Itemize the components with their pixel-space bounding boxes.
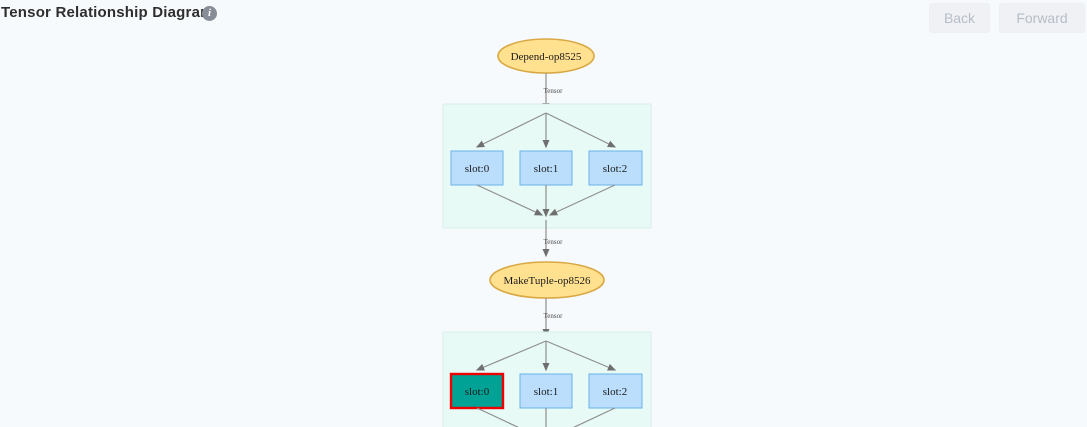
page-title: Tensor Relationship Diagram [1, 4, 214, 21]
slot-rect[interactable] [519, 150, 573, 186]
edge-label: Tensor [544, 238, 564, 246]
op-node-label: MakeTuple-op8526 [504, 275, 591, 287]
edge-line [545, 112, 617, 148]
slot-node[interactable]: slot:2 [588, 373, 643, 409]
slot-rect[interactable] [519, 373, 573, 409]
slot-label: slot:0 [465, 163, 490, 175]
slot-rect[interactable] [588, 373, 643, 409]
edge-line [573, 407, 616, 427]
edge-line [476, 184, 544, 216]
slot-group-1: slot:0 slot:1 slot:2 [442, 331, 652, 427]
slot-node[interactable]: slot:0 [449, 372, 505, 410]
slot-node[interactable]: slot:1 [519, 150, 573, 186]
edge-line [475, 340, 547, 371]
back-button[interactable]: Back [929, 3, 990, 33]
slot-label: slot:1 [534, 386, 558, 398]
edge-line [545, 340, 617, 371]
edge-line [475, 112, 547, 148]
slot-node[interactable]: slot:1 [519, 373, 573, 409]
slot-node[interactable]: slot:0 [450, 150, 504, 186]
slot-label: slot:1 [534, 163, 558, 175]
op-node-depend[interactable]: Depend-op8525 [497, 38, 595, 74]
op-node-maketuple[interactable]: MakeTuple-op8526 [489, 261, 605, 299]
slot-label: slot:2 [603, 163, 627, 175]
slot-rect[interactable] [450, 150, 504, 186]
edge-line [476, 407, 519, 427]
slot-label: slot:2 [603, 386, 627, 398]
edge-label: Tensor [544, 87, 564, 95]
edge-label: Tensor [544, 312, 564, 320]
slot-group-0: slot:0 slot:1 slot:2 [442, 103, 652, 229]
forward-button[interactable]: Forward [999, 3, 1085, 33]
slot-node[interactable]: slot:2 [588, 150, 643, 186]
edge-line [548, 184, 616, 216]
op-node-label: Depend-op8525 [511, 51, 582, 63]
op-node-ellipse[interactable] [489, 261, 605, 299]
info-icon[interactable]: i [202, 6, 217, 21]
slot-label: slot:0 [465, 386, 490, 398]
slot-rect[interactable] [588, 150, 643, 186]
